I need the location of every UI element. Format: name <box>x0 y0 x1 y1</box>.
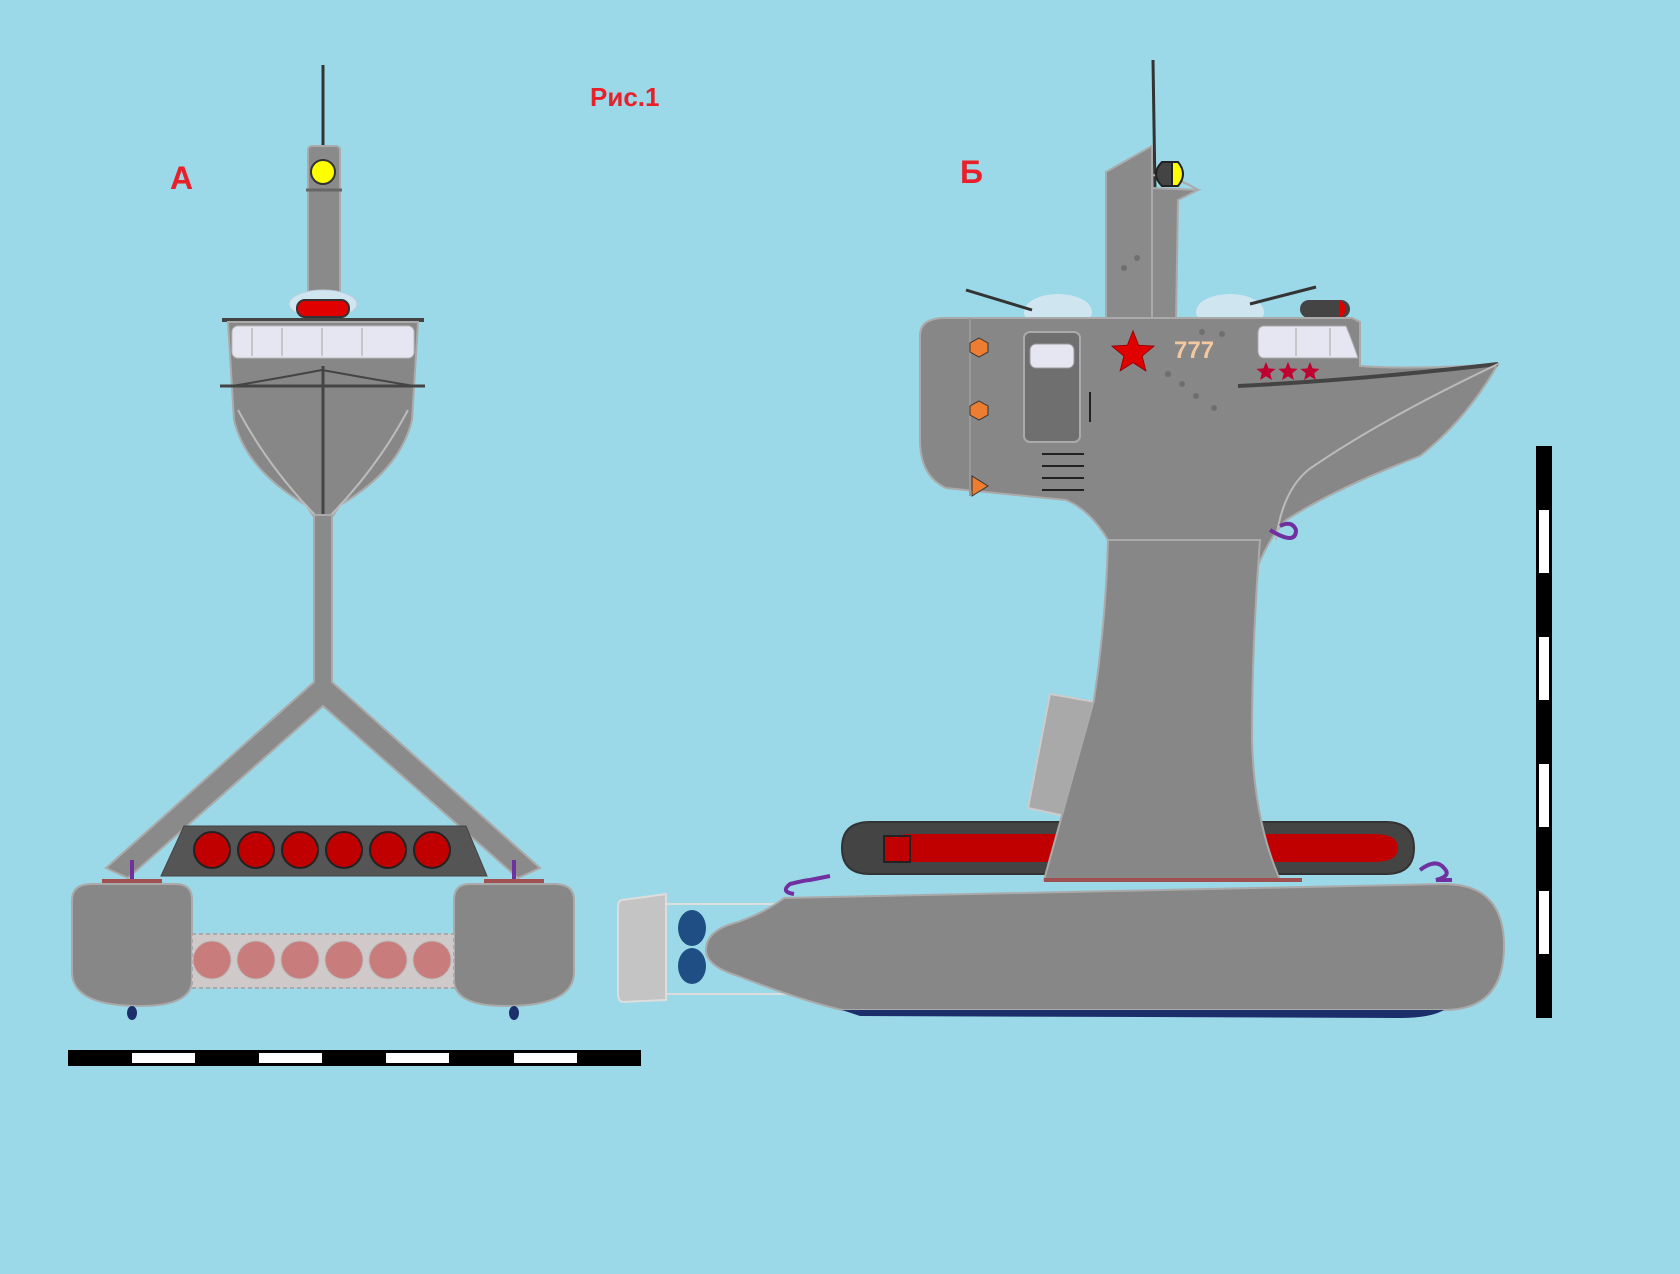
gun-right-b <box>1249 285 1317 306</box>
hidden-rack-a <box>191 933 455 989</box>
figure-title: Рис.1 <box>590 82 660 112</box>
small-star-rank-icon <box>1256 362 1320 380</box>
bridge-window-b <box>1257 325 1359 359</box>
strut-a <box>104 514 542 880</box>
door-window-b <box>1029 343 1075 369</box>
prop-guard-b <box>617 892 667 1004</box>
antenna-b <box>1151 59 1157 191</box>
view-a-label: А <box>170 160 194 196</box>
pontoon-right-a <box>453 883 575 1008</box>
fitting-triangle <box>971 475 989 497</box>
vents-b <box>1042 453 1084 491</box>
hull-number: 777 <box>1174 337 1214 364</box>
pontoon-b <box>704 882 1506 1011</box>
bridge-windows-a <box>231 325 415 359</box>
fitting-hex-1 <box>969 337 989 358</box>
view-b-side-view: 777 <box>617 59 1506 1018</box>
launcher-b <box>1300 300 1350 318</box>
red-lamp-a <box>296 299 350 318</box>
fitting-hex-2 <box>969 400 989 421</box>
mast-light-b-icon <box>1155 161 1173 187</box>
scale-bar-horizontal <box>68 1050 641 1066</box>
mast-fin-b <box>1105 144 1153 323</box>
pontoon-left-a <box>71 883 193 1008</box>
view-a-front-view <box>71 65 575 1020</box>
propeller-icon <box>678 910 706 946</box>
scale-bar-vertical <box>1536 446 1552 1018</box>
mast-light-icon <box>310 159 336 185</box>
view-b-label: Б <box>960 154 983 190</box>
gun-left-b <box>965 288 1033 312</box>
torpedo-tubes-a <box>193 831 451 869</box>
red-star-emblem-icon <box>1110 329 1156 372</box>
